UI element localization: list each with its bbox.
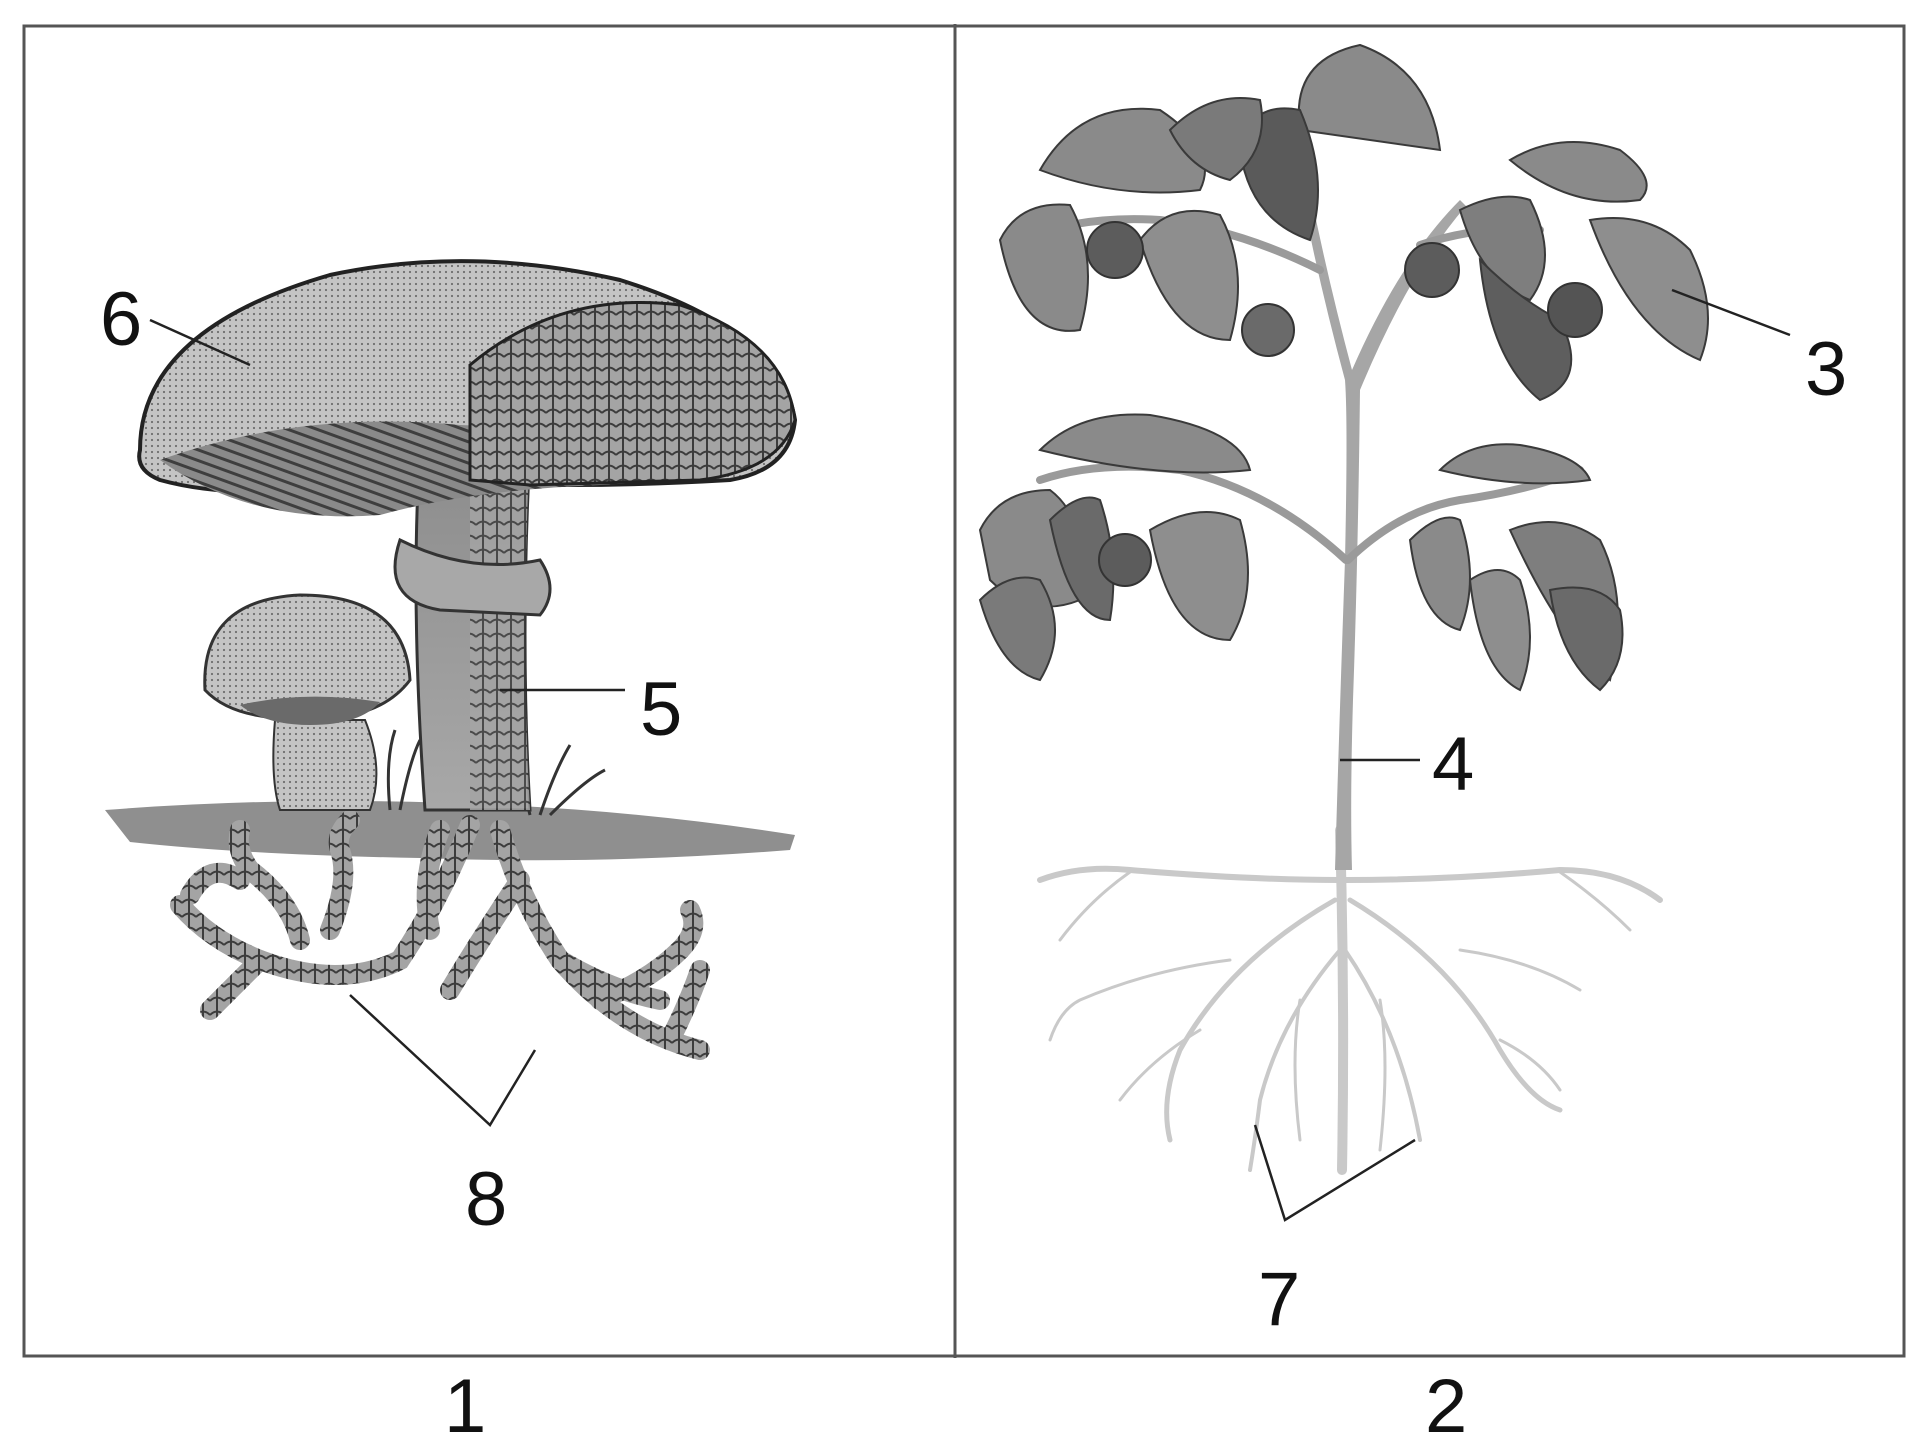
label-7: 7 — [1258, 1257, 1300, 1342]
stem-hyphae-section — [470, 450, 530, 810]
panel-plant — [980, 45, 1708, 1170]
label-6: 6 — [100, 277, 142, 362]
panel-caption-1: 1 — [444, 1364, 486, 1436]
label-5: 5 — [640, 667, 682, 752]
label-8: 8 — [465, 1157, 507, 1242]
panel-caption-2: 2 — [1425, 1364, 1467, 1436]
root-system — [1040, 830, 1660, 1170]
panel-captions: 1 2 — [444, 1364, 1467, 1436]
label-3: 3 — [1805, 327, 1847, 412]
label-4: 4 — [1432, 722, 1474, 807]
panel-mushroom — [105, 261, 795, 1050]
small-mushroom — [205, 595, 410, 810]
